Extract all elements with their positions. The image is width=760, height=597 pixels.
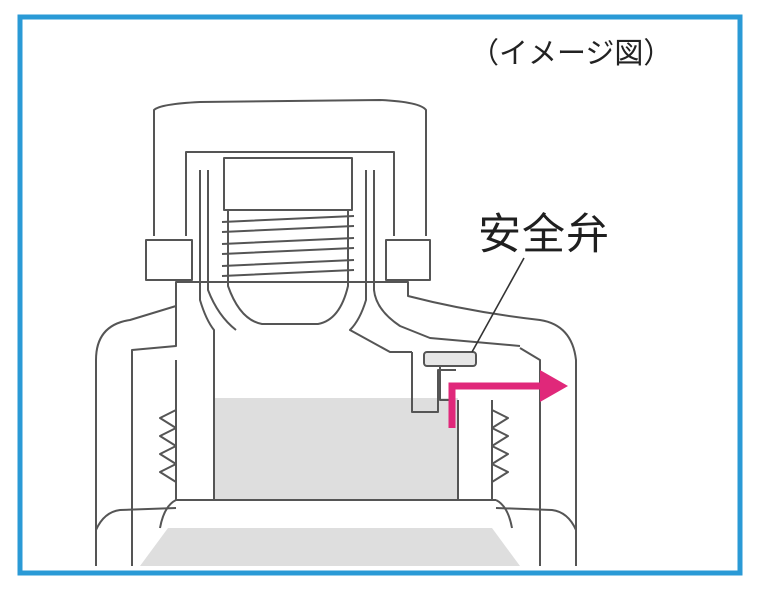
cap-housing — [95, 281, 577, 566]
housing-inner-wall-right — [519, 347, 541, 566]
safety-valve-stem — [439, 366, 452, 401]
pressure-relief-arrowhead — [540, 370, 568, 402]
inner-plug-right-2 — [373, 170, 521, 347]
screw-body — [227, 210, 349, 325]
chamber-floor — [159, 499, 513, 529]
inner-plug-right — [349, 170, 412, 353]
bottle-neck — [95, 507, 577, 566]
screw-core — [223, 157, 353, 211]
inner-plug-left-2 — [207, 170, 237, 331]
lid-inner — [185, 151, 395, 236]
housing-inner-wall — [131, 306, 177, 566]
liquid-inner-chamber — [214, 398, 458, 500]
callout-leader-line — [471, 257, 525, 353]
valve-seat — [411, 352, 456, 413]
screw-thread — [221, 215, 355, 277]
safety-valve-label: 安全弁 — [478, 210, 610, 260]
safety-valve-cap — [423, 351, 477, 367]
frame-border — [17, 14, 743, 576]
thread-ridges-left — [159, 409, 177, 483]
side-tab-right — [385, 239, 431, 281]
pressure-relief-arrow — [448, 382, 544, 428]
inner-plug-left — [199, 170, 215, 398]
thread-ridges-right — [491, 409, 509, 483]
side-tab-left — [145, 239, 193, 281]
top-lid — [153, 99, 427, 236]
image-caption: （イメージ図） — [470, 36, 673, 70]
liquid-bottle-neck — [140, 528, 520, 566]
